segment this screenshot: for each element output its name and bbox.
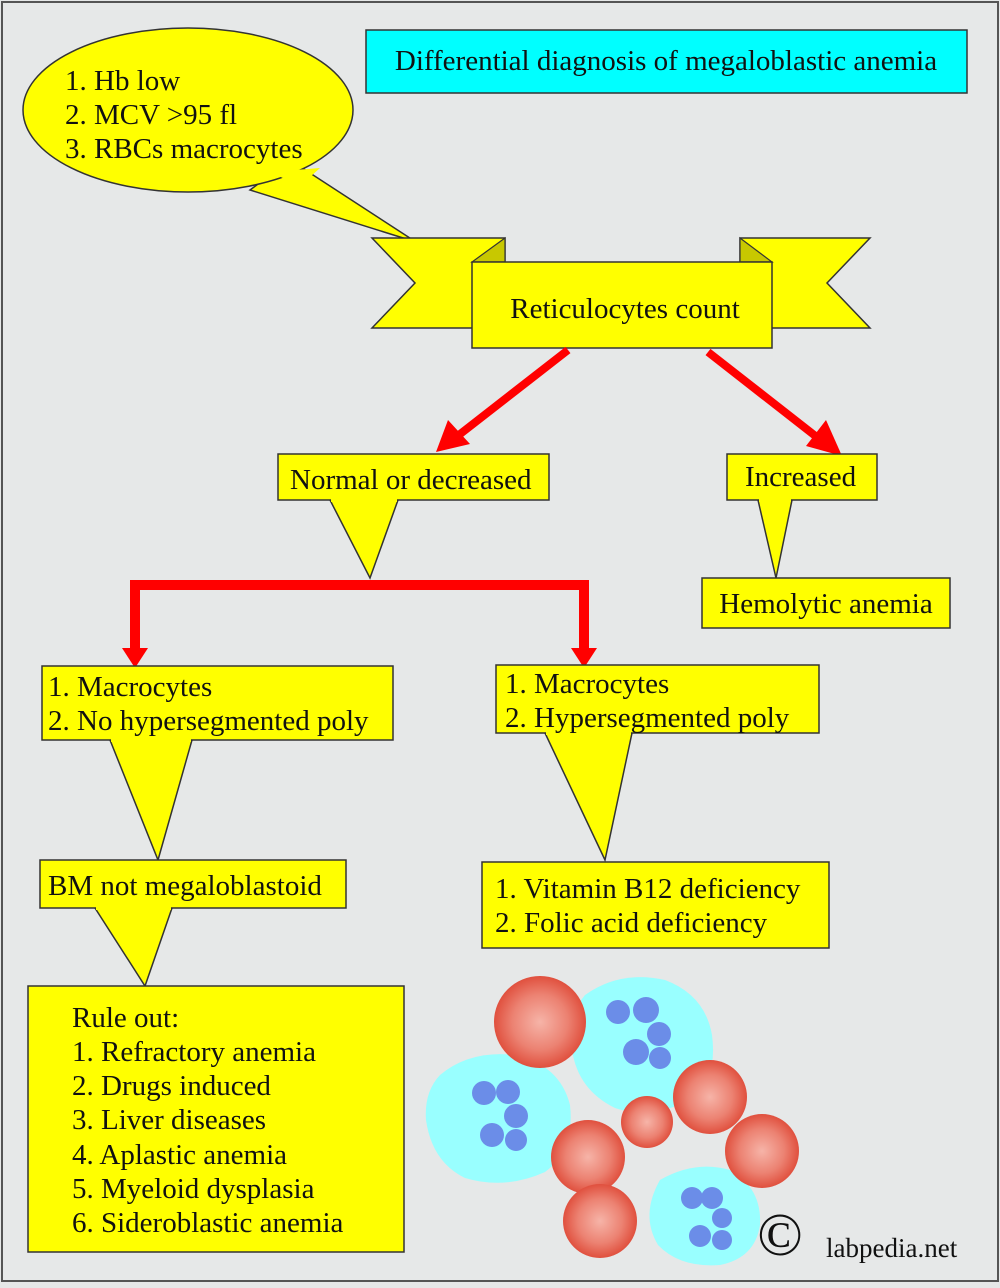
- title-box: Differential diagnosis of megaloblastic …: [365, 29, 968, 94]
- criteria-bubble: 1. Hb low 2. MCV >95 fl 3. RBCs macrocyt…: [22, 27, 417, 243]
- reticulocytes-banner: Reticulocytes count: [370, 236, 872, 349]
- deficiency-line: 2. Folic acid deficiency: [495, 907, 768, 939]
- increased-callout: Increased: [726, 453, 878, 579]
- rule-out-item: 5. Myeloid dysplasia: [72, 1173, 315, 1205]
- normal-or-decreased-callout: Normal or decreased: [277, 453, 550, 580]
- no-hypersegmented-callout: 1. Macrocytes 2. No hypersegmented poly: [41, 665, 394, 863]
- rbc-illustration: [494, 976, 586, 1068]
- criteria-line: 3. RBCs macrocytes: [65, 133, 303, 165]
- rule-out-item: 6. Sideroblastic anemia: [72, 1207, 344, 1239]
- watermark-text: labpedia.net: [826, 1233, 958, 1263]
- split-arrows: [122, 580, 597, 668]
- no-hypersegmented-line: 1. Macrocytes: [48, 671, 212, 703]
- deficiency-line: 1. Vitamin B12 deficiency: [495, 873, 801, 905]
- hypersegmented-line: 2. Hypersegmented poly: [505, 702, 790, 734]
- criteria-line: 1. Hb low: [65, 65, 180, 97]
- no-hypersegmented-line: 2. No hypersegmented poly: [48, 705, 369, 737]
- arrowhead-icon: [122, 648, 148, 668]
- hypersegmented-line: 1. Macrocytes: [505, 668, 669, 700]
- rbc-illustration: [563, 1184, 637, 1258]
- split-connector: [130, 580, 589, 650]
- rule-out-item: 3. Liver diseases: [72, 1104, 266, 1136]
- neutrophil-illustration: [425, 1054, 571, 1183]
- diagram-title: Differential diagnosis of megaloblastic …: [395, 45, 937, 77]
- arrow-to-normal: [452, 346, 571, 442]
- rule-out-box: Rule out: 1. Refractory anemia 2. Drugs …: [27, 985, 405, 1253]
- rbc-illustration: [673, 1060, 747, 1134]
- neutrophil-illustration: [571, 977, 714, 1113]
- rule-out-item: 2. Drugs induced: [72, 1070, 271, 1102]
- arrow-to-increased: [705, 348, 821, 442]
- arrowhead-icon: [571, 648, 597, 668]
- bm-not-megaloblastoid-label: BM not megaloblastoid: [48, 870, 322, 902]
- rbc-illustration: [551, 1120, 625, 1194]
- rbc-illustration: [725, 1114, 799, 1188]
- rule-out-heading: Rule out:: [72, 1002, 179, 1034]
- hemolytic-anemia-label: Hemolytic anemia: [719, 588, 933, 620]
- rbc-illustration: [621, 1096, 673, 1148]
- copyright-icon: ©: [757, 1202, 803, 1268]
- rule-out-item: 1. Refractory anemia: [72, 1036, 316, 1068]
- criteria-line: 2. MCV >95 fl: [65, 99, 237, 131]
- deficiencies-box: 1. Vitamin B12 deficiency 2. Folic acid …: [481, 861, 830, 949]
- increased-label: Increased: [745, 461, 857, 493]
- normal-or-decreased-label: Normal or decreased: [290, 464, 532, 496]
- watermark: © labpedia.net: [757, 1202, 957, 1268]
- blood-cells-illustration: [425, 976, 799, 1266]
- hemolytic-anemia-box: Hemolytic anemia: [701, 577, 951, 629]
- bm-not-megaloblastoid-callout: BM not megaloblastoid: [39, 859, 347, 988]
- rule-out-item: 4. Aplastic anemia: [72, 1139, 287, 1171]
- neutrophil-illustration: [649, 1166, 761, 1266]
- banner-label: Reticulocytes count: [510, 293, 740, 325]
- hypersegmented-callout: 1. Macrocytes 2. Hypersegmented poly: [495, 664, 820, 863]
- arrowhead-icon: [436, 420, 470, 452]
- arrowhead-icon: [806, 420, 842, 456]
- arrows-from-banner: [436, 346, 842, 456]
